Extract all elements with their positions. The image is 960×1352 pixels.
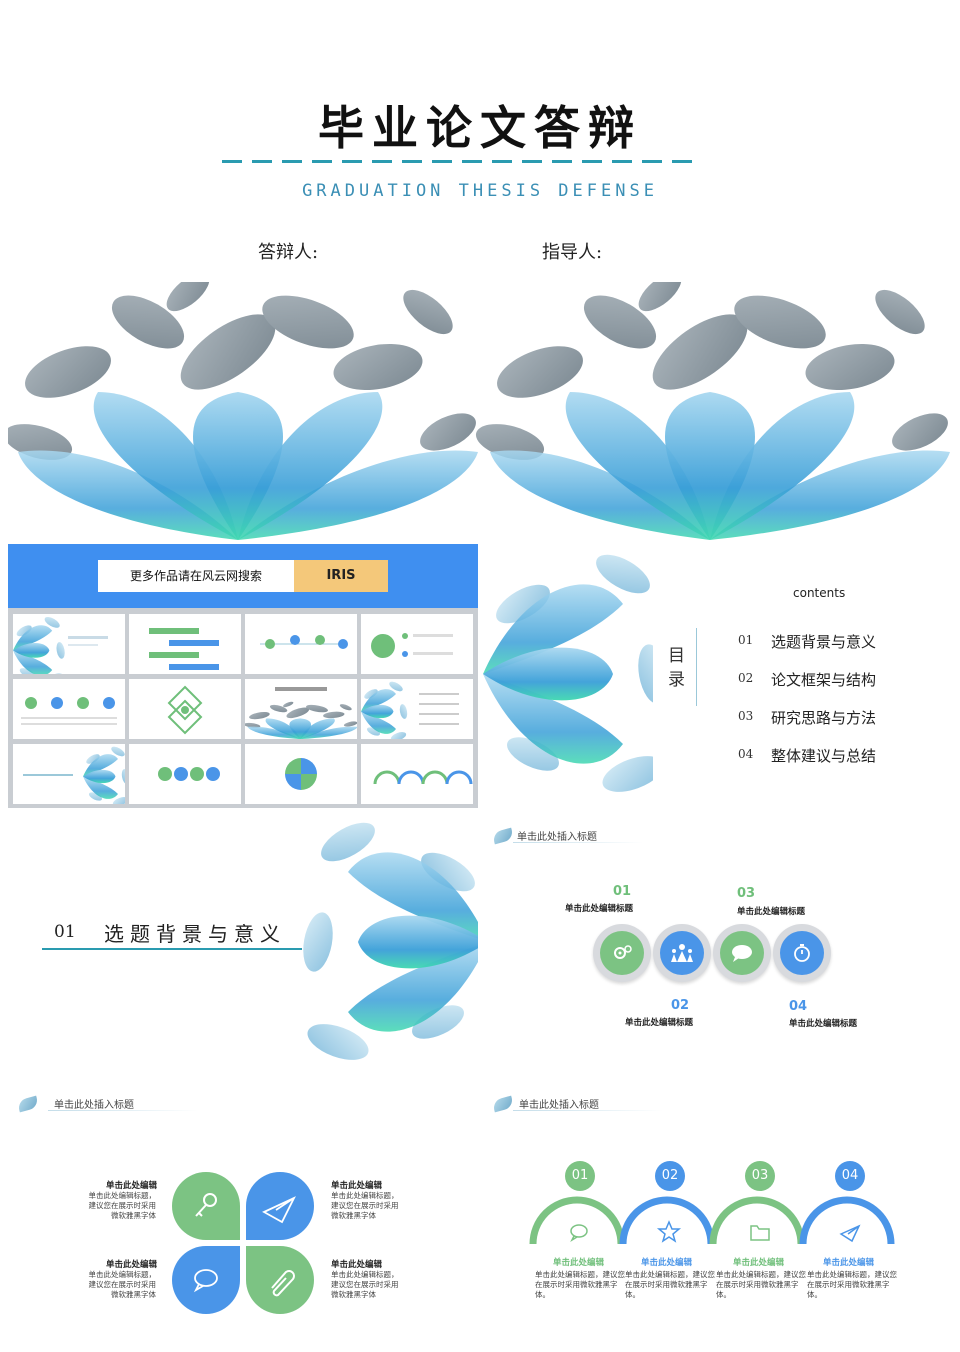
arc-step-desc: 单击此处编辑标题，建议您在展示时采用微软雅黑字体。 [807, 1270, 897, 1299]
section-number: 01 [54, 922, 76, 942]
section-underline [42, 948, 302, 950]
step-number: 01 [613, 884, 632, 899]
thumbnail-slide[interactable] [361, 679, 473, 743]
arc-step-label[interactable]: 单击此处编辑 [641, 1258, 693, 1268]
toc-flower-illustration [483, 546, 653, 800]
petal-item-title[interactable]: 单击此处编辑 [106, 1181, 158, 1191]
leaf-icon [491, 1095, 515, 1113]
arc-step-label[interactable]: 单击此处编辑 [733, 1258, 785, 1268]
stopwatch-icon [780, 931, 824, 975]
advisor-label: 指导人: [542, 242, 603, 263]
step-number: 04 [789, 999, 808, 1014]
arc-step-desc: 单击此处编辑标题，建议您在展示时采用微软雅黑字体。 [625, 1270, 715, 1299]
arcs-slide: 单击此处插入标题 01 02 03 04 单击此处编辑 单击此处编辑 单击此处编… [483, 1080, 953, 1342]
timer-step-circle[interactable] [773, 924, 831, 982]
paper-plane-icon [839, 1224, 861, 1243]
folder-icon [750, 1225, 770, 1241]
section-slide: 01 选题背景与意义 [8, 812, 478, 1074]
thumbnail-slide[interactable] [129, 679, 241, 739]
header-underline [513, 842, 643, 843]
arc-step-label[interactable]: 单击此处编辑 [823, 1258, 875, 1268]
cover-title: 毕业论文答辩 [318, 101, 642, 155]
toc-item-text[interactable]: 选题背景与意义 [771, 633, 877, 651]
toc-contents-label: contents [793, 586, 846, 600]
petal-item-title[interactable]: 单击此处编辑 [331, 1260, 383, 1270]
arc-step-number: 03 [751, 1168, 769, 1183]
petal-item-desc: 单击此处编辑标题，建议您在展示时采用微软雅黑字体 [88, 1191, 157, 1220]
plane-petal [246, 1172, 314, 1240]
toc-item-number: 04 [738, 747, 754, 761]
leaf-icon [491, 827, 515, 845]
petal-quad-diagram [172, 1172, 314, 1314]
petal-item-desc: 单击此处编辑标题，建议您在展示时采用微软雅黑字体 [331, 1270, 399, 1299]
arc-step-label[interactable]: 单击此处编辑 [553, 1258, 605, 1268]
arc-step-desc: 单击此处编辑标题，建议您在展示时采用微软雅黑字体。 [716, 1270, 806, 1299]
chat-step-circle[interactable] [713, 924, 771, 982]
paper-plane-icon [262, 1196, 296, 1224]
slide-header-title[interactable]: 单击此处插入标题 [517, 832, 597, 843]
header-underline [513, 1110, 663, 1111]
header-underline [48, 1110, 198, 1111]
petal-item-desc: 单击此处编辑标题，建议您在展示时采用微软雅黑字体 [88, 1270, 157, 1299]
thumbnail-slide[interactable] [243, 679, 359, 740]
slide-header-title[interactable]: 单击此处插入标题 [54, 1100, 134, 1111]
promo-slide: 更多作品请在风云网搜索 IRIS [8, 544, 478, 808]
promo-iris-button[interactable]: IRIS [294, 560, 388, 592]
gear-icon [600, 931, 644, 975]
thumbnail-slide[interactable] [361, 744, 473, 804]
toc-side-label: 目录 [668, 646, 685, 690]
promo-search-text: 更多作品请在风云网搜索 [129, 569, 262, 583]
thumbnail-slide[interactable] [245, 744, 357, 804]
petals-slide: 单击此处插入标题 单击此处编辑 单击此处编辑标题，建议您在展示时采用微软雅黑字体… [8, 1080, 478, 1342]
presenter-label: 答辩人: [258, 242, 319, 263]
arc-step-desc: 单击此处编辑标题，建议您在展示时采用微软雅黑字体。 [535, 1270, 625, 1299]
people-icon [660, 931, 704, 975]
paperclip-icon [271, 1270, 295, 1297]
thumbnail-slide[interactable] [13, 614, 125, 686]
toc-item-number: 01 [738, 633, 754, 647]
section-flower-illustration [299, 814, 478, 1068]
chat-petal [172, 1246, 240, 1314]
toc-item-number: 02 [738, 671, 754, 685]
arc-step-number: 04 [841, 1168, 859, 1183]
petal-item-title[interactable]: 单击此处编辑 [106, 1260, 158, 1270]
arc-timeline-diagram [529, 1161, 895, 1245]
toc-item-text[interactable]: 论文框架与结构 [771, 671, 877, 689]
people-step-circle[interactable] [653, 924, 711, 982]
step-label[interactable]: 单击此处编辑标题 [625, 1018, 694, 1028]
slide-header-title[interactable]: 单击此处插入标题 [519, 1100, 599, 1111]
petal-item-desc: 单击此处编辑标题，建议您在展示时采用微软雅黑字体 [331, 1191, 399, 1220]
chat-bubble-icon [570, 1224, 588, 1242]
circles-slide: 单击此处插入标题 01 单击此处编辑标题 03 单击此处编辑标题 02 单击此处… [483, 812, 953, 1074]
chat-bubble-icon [193, 1269, 218, 1293]
thumbnail-slide[interactable] [245, 614, 357, 674]
thumbnail-slide[interactable] [129, 744, 241, 804]
thumbnail-slide[interactable] [361, 614, 473, 674]
toc-item-text[interactable]: 整体建议与总结 [771, 747, 877, 765]
step-number: 02 [671, 998, 690, 1013]
thumbnail-slide[interactable] [129, 614, 241, 674]
toc-vertical-divider [696, 628, 697, 706]
toc-item-text[interactable]: 研究思路与方法 [771, 709, 877, 727]
step-label[interactable]: 单击此处编辑标题 [565, 904, 634, 914]
step-label[interactable]: 单击此处编辑标题 [737, 907, 806, 917]
leaf-icon [16, 1095, 40, 1113]
cover-flower-illustration [8, 282, 952, 540]
thumbnail-slide[interactable] [13, 744, 131, 808]
toc-item-number: 03 [738, 709, 754, 723]
step-label[interactable]: 单击此处编辑标题 [789, 1019, 858, 1029]
key-icon [195, 1193, 217, 1217]
cover-subtitle: GRADUATION THESIS DEFENSE [302, 181, 658, 201]
arc-step-number: 02 [661, 1168, 679, 1183]
toc-slide: contents 目录 01 选题背景与意义 02 论文框架与结构 03 研究思… [483, 544, 953, 808]
arc-step-number: 01 [571, 1168, 589, 1183]
step-number: 03 [737, 886, 756, 901]
title-dashed-divider [222, 160, 702, 163]
petal-item-title[interactable]: 单击此处编辑 [331, 1181, 383, 1191]
section-title: 选题背景与意义 [104, 922, 286, 946]
thumbnail-slide[interactable] [13, 679, 125, 739]
gear-step-circle[interactable] [593, 924, 651, 982]
chat-bubble-icon [720, 931, 764, 975]
star-icon [656, 1220, 682, 1243]
